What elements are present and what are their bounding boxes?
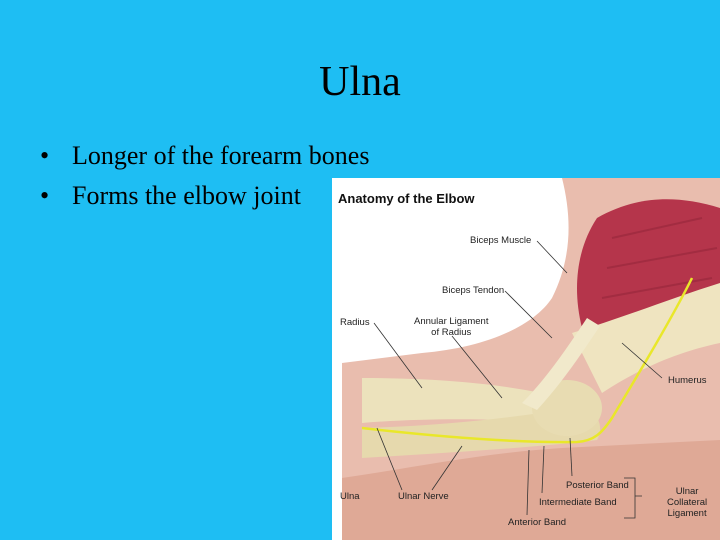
label-ulna: Ulna [340,491,360,502]
bullet-item: • Forms the elbow joint [40,176,369,216]
elbow-illustration [342,178,720,540]
label-intermediate-band: Intermediate Band [539,497,617,508]
bullet-item: • Longer of the forearm bones [40,136,369,176]
label-ulnar-nerve: Ulnar Nerve [398,491,449,502]
label-annular-ligament: Annular Ligament of Radius [414,316,488,338]
bullet-dot-icon: • [40,141,50,170]
ulnar-nerve-shape [361,277,694,444]
label-radius: Radius [340,317,370,328]
bullet-dot-icon: • [40,181,50,210]
label-ulnar-collateral-line1: Ulnar [675,486,699,497]
label-biceps-tendon: Biceps Tendon [442,285,505,296]
label-humerus: Humerus [668,375,707,386]
lower-arm-skin [342,440,720,540]
bullet-text: Longer of the forearm bones [72,141,370,170]
biceps-tendon-shape [522,318,600,410]
label-ulnar-collateral-line2: Collateral [667,497,708,508]
elbow-anatomy-figure: Anatomy of the Elbow Biceps Muscle Bicep… [332,178,720,540]
humerus-bone-shape [572,283,720,393]
label-annular-ligament-line1: Annular Ligament [414,316,489,327]
bullet-text: Forms the elbow joint [72,181,301,210]
figure-title: Anatomy of the Elbow [338,191,475,206]
label-annular-ligament-line2: of Radius [431,327,472,338]
label-ulnar-collateral-line3: Ligament [667,508,707,519]
label-posterior-band: Posterior Band [566,480,629,491]
label-biceps-muscle: Biceps Muscle [470,235,532,246]
slide-title: Ulna [319,59,401,105]
radius-bone-shape [362,378,557,423]
bullet-list: • Longer of the forearm bones • Forms the … [40,136,369,216]
label-ulnar-collateral-ligament: Ulnar Collateral Ligament [667,486,707,519]
label-anterior-band: Anterior Band [508,517,567,528]
